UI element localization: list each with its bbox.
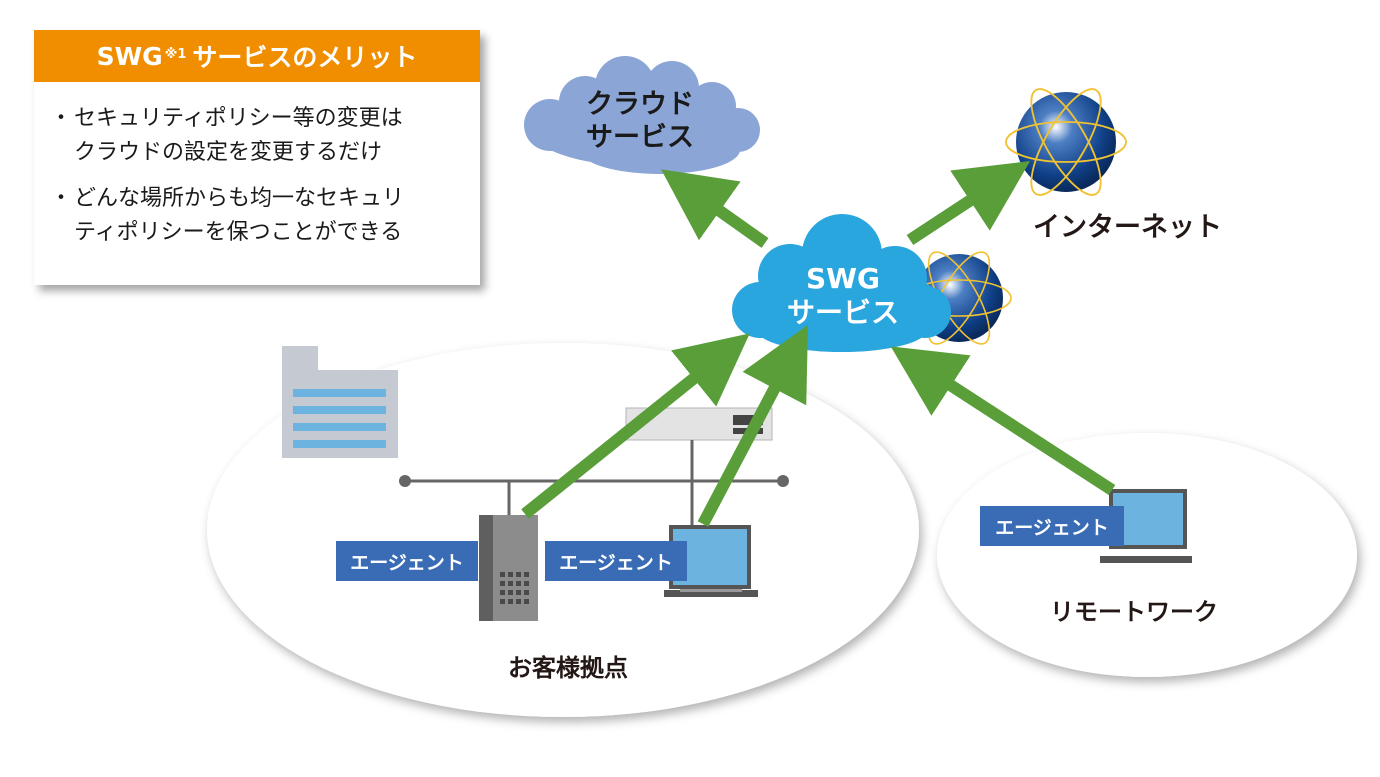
- swg-service-label: SWG サービス: [770, 262, 916, 330]
- merit-item-line: セキュリティポリシー等の変更は: [74, 106, 403, 131]
- merit-item-line: どんな場所からも均一なセキュリ: [74, 186, 405, 211]
- remote-work-label: リモートワーク: [1050, 598, 1218, 626]
- remote-work-ellipse: [937, 433, 1357, 677]
- globe-icon-internet: [1005, 88, 1127, 196]
- agent-badge-phone: エージェント: [336, 541, 478, 581]
- ip-phone-icon: [479, 515, 538, 621]
- merit-header: SWG ※1 サービスのメリット: [34, 30, 480, 82]
- merit-item: セキュリティポリシー等の変更は クラウドの設定を変更するだけ: [50, 102, 480, 170]
- agent-badge-pc: エージェント: [545, 541, 687, 581]
- merit-box: SWG ※1 サービスのメリット セキュリティポリシー等の変更は クラウドの設定…: [34, 30, 480, 285]
- cloud-service-line1: クラウド: [586, 89, 694, 120]
- merit-item-line: クラウドの設定を変更するだけ: [74, 140, 383, 165]
- customer-site-label: お客様拠点: [508, 654, 628, 682]
- arrow-remote-to-swg: [890, 346, 1116, 496]
- swg-service-line1: SWG: [805, 262, 881, 295]
- merit-item-line: ティポリシーを保つことができる: [74, 220, 403, 245]
- arrow-swg-to-internet: [906, 161, 1031, 246]
- merit-list: セキュリティポリシー等の変更は クラウドの設定を変更するだけ どんな場所からも均…: [34, 82, 480, 250]
- arrows: [521, 161, 1116, 527]
- cloud-service-icon: [524, 56, 760, 174]
- arrow-swg-to-cloud: [661, 169, 769, 248]
- merit-title-rest: サービスのメリット: [192, 43, 418, 72]
- arrow-phone-to-swg: [521, 333, 750, 519]
- merit-title-note: ※1: [164, 46, 187, 62]
- internet-label: インターネット: [1033, 212, 1222, 243]
- cloud-service-label: クラウド サービス: [560, 88, 720, 154]
- swg-cloud-icon: [732, 214, 951, 352]
- merit-item: どんな場所からも均一なセキュリ ティポリシーを保つことができる: [50, 182, 480, 250]
- building-icon: [282, 346, 398, 458]
- agent-badge-remote: エージェント: [980, 506, 1124, 546]
- swg-service-line2: サービス: [786, 296, 899, 329]
- cloud-service-line2: サービス: [586, 122, 694, 153]
- arrow-pc-to-swg: [697, 324, 808, 527]
- merit-title-main: SWG: [96, 41, 163, 71]
